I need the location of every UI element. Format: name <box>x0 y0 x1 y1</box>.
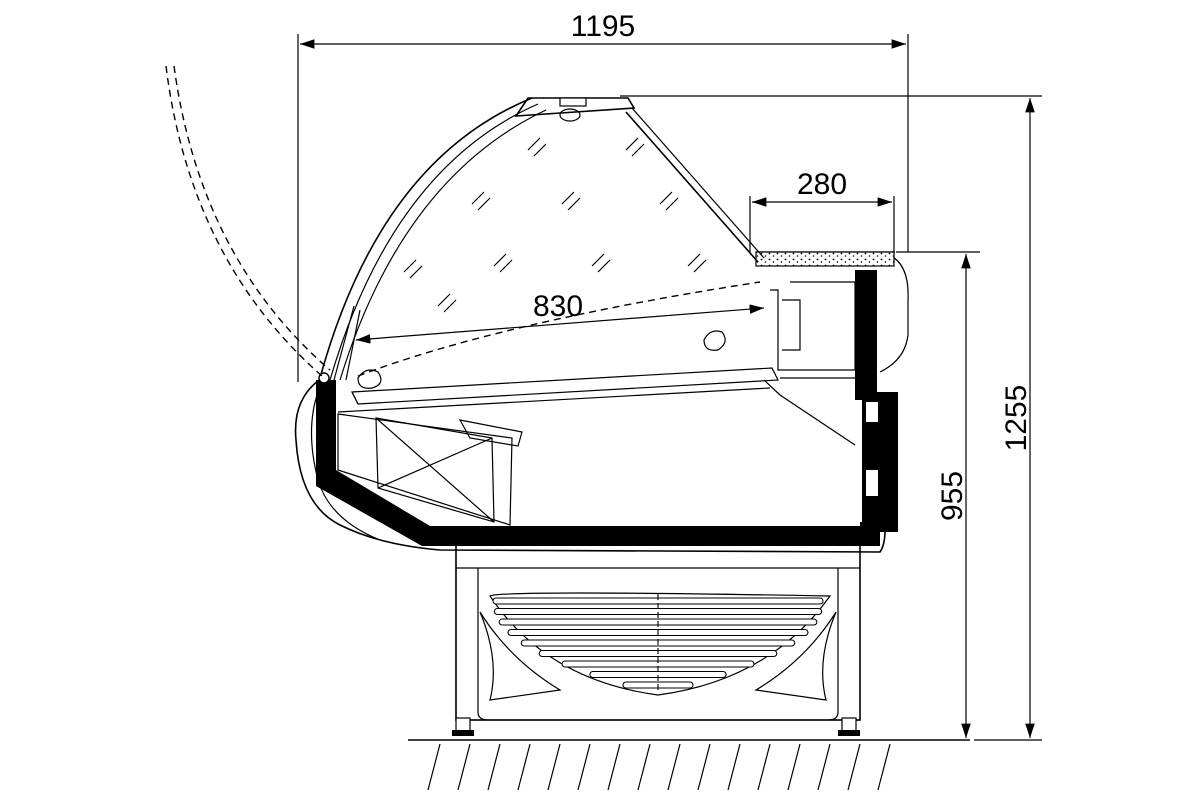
dimension-1255: 1255 <box>620 95 1042 741</box>
dimension-label-280: 280 <box>797 168 847 201</box>
rear-worktop <box>755 251 895 267</box>
glass-canopy <box>318 97 765 384</box>
glass-opening-arc <box>165 65 323 377</box>
floor-hatching <box>427 743 891 791</box>
dimension-830: 830 <box>355 290 765 344</box>
adjustable-feet <box>452 717 860 736</box>
vent-grille <box>489 592 832 696</box>
product-item <box>703 330 726 351</box>
dimension-label-1195: 1195 <box>571 10 636 43</box>
cabinet-body <box>294 251 909 553</box>
product-item <box>357 369 382 389</box>
glass-opening-arc-inner <box>173 65 331 371</box>
dimension-1195: 1195 <box>297 10 909 382</box>
dimension-955: 955 <box>896 251 980 738</box>
interior <box>337 281 856 526</box>
dimension-label-1255: 1255 <box>1000 385 1033 452</box>
glass-reflection-marks <box>403 137 707 313</box>
dimension-280: 280 <box>749 168 895 252</box>
dimension-label-830: 830 <box>533 290 583 323</box>
floor <box>408 739 970 791</box>
dimension-label-955: 955 <box>936 471 969 521</box>
